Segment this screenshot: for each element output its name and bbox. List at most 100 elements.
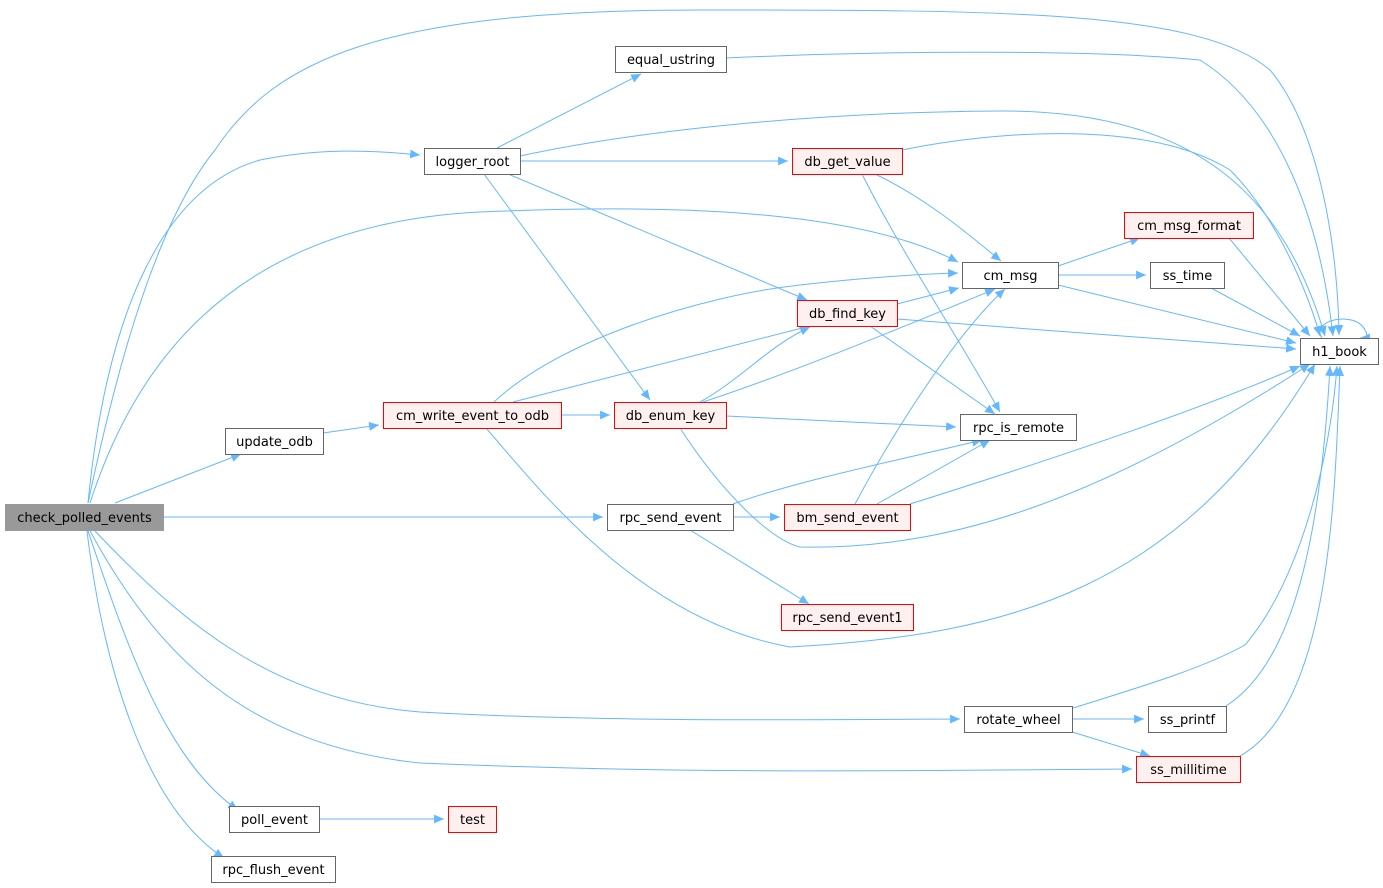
- edge-equal-ustring-to-h1-book: [725, 51, 1337, 337]
- node-logger-root[interactable]: logger_root: [424, 148, 521, 175]
- node-box: [964, 706, 1073, 733]
- node-label: db_find_key: [809, 307, 886, 322]
- node-test[interactable]: test: [448, 806, 497, 833]
- node-label: rpc_flush_event: [222, 863, 324, 878]
- edge-bm-send-event-to-cm-msg: [854, 288, 1006, 505]
- node-equal-ustring[interactable]: equal_ustring: [615, 46, 727, 73]
- edge-h1-book-to-h1-book: [1319, 318, 1370, 343]
- edge-rotate-wheel-to-ss-millitime: [1068, 730, 1151, 758]
- edge-cm-write-event-to-odb-to-cm-msg: [493, 268, 959, 403]
- node-box: [607, 504, 734, 531]
- node-ss-printf[interactable]: ss_printf: [1148, 706, 1227, 733]
- edge-bm-send-event-to-h1-book: [909, 365, 1301, 505]
- edge-check-polled-events-to-rpc-flush-event: [86, 530, 225, 859]
- edge-check-polled-events-to-update-odb: [114, 453, 242, 504]
- node-box: [614, 402, 727, 429]
- node-label: ss_time: [1163, 269, 1212, 284]
- nodes-layer: check_polled_events update_odb cm_write_ev…: [5, 46, 1379, 883]
- edge-logger-root-to-db-find-key: [507, 173, 808, 301]
- edge-db-enum-key-to-rpc-is-remote: [725, 415, 957, 431]
- node-label: rpc_send_event1: [792, 611, 902, 626]
- node-db-enum-key[interactable]: db_enum_key: [614, 402, 727, 429]
- edge-db-enum-key-to-db-find-key: [699, 326, 811, 403]
- node-cm-msg[interactable]: cm_msg: [962, 262, 1059, 289]
- node-label: ss_printf: [1160, 713, 1216, 728]
- node-box: [448, 806, 497, 833]
- node-poll-event[interactable]: poll_event: [229, 806, 320, 833]
- edge-db-enum-key-to-h1-book: [679, 363, 1311, 548]
- edge-db-find-key-to-rpc-is-remote: [869, 325, 996, 415]
- node-label: db_get_value: [804, 155, 890, 170]
- node-label: rpc_send_event: [619, 511, 721, 526]
- edge-cm-msg-to-h1-book: [1057, 284, 1297, 345]
- node-box: [781, 604, 914, 631]
- node-box: [1300, 338, 1379, 365]
- node-label: h1_book: [1312, 345, 1367, 360]
- node-box: [615, 46, 727, 73]
- node-label: test: [460, 813, 485, 828]
- edge-cm-msg-to-cm-msg-format: [1057, 237, 1141, 267]
- edge-db-enum-key-to-cm-msg: [702, 288, 996, 403]
- node-label: logger_root: [436, 155, 510, 170]
- node-box: [424, 148, 521, 175]
- node-ss-time[interactable]: ss_time: [1150, 262, 1225, 289]
- edge-check-polled-events-to-rotate-wheel: [94, 530, 961, 724]
- node-label: check_polled_events: [17, 511, 152, 526]
- edge-cm-msg-format-to-h1-book: [1228, 237, 1311, 337]
- node-cm-write-event-to-odb[interactable]: cm_write_event_to_odb: [383, 402, 562, 429]
- node-label: poll_event: [241, 813, 308, 828]
- node-ss-millitime[interactable]: ss_millitime: [1136, 756, 1241, 783]
- edges-layer: [86, 9, 1370, 859]
- edge-db-get-value-to-rpc-is-remote: [861, 173, 1001, 413]
- edge-db-find-key-to-h1-book: [896, 318, 1297, 353]
- node-box: [383, 402, 562, 429]
- edge-check-polled-events-to-logger-root: [87, 149, 421, 504]
- edge-db-find-key-to-cm-msg: [896, 286, 960, 305]
- node-label: cm_write_event_to_odb: [396, 409, 549, 424]
- node-rotate-wheel[interactable]: rotate_wheel: [964, 706, 1073, 733]
- node-label: update_odb: [236, 435, 313, 450]
- node-box: [1124, 212, 1254, 239]
- node-label: cm_msg: [984, 269, 1038, 284]
- node-rpc-is-remote[interactable]: rpc_is_remote: [960, 414, 1077, 441]
- node-check-polled-events[interactable]: check_polled_events: [5, 504, 164, 531]
- node-db-find-key[interactable]: db_find_key: [797, 300, 898, 327]
- node-label: bm_send_event: [796, 511, 898, 526]
- node-rpc-send-event1[interactable]: rpc_send_event1: [781, 604, 914, 631]
- edge-ss-time-to-h1-book: [1210, 287, 1301, 337]
- node-update-odb[interactable]: update_odb: [225, 428, 324, 455]
- edge-check-polled-events-to-ss-millitime: [89, 530, 1133, 774]
- node-box: [1136, 756, 1241, 783]
- edge-ss-millitime-to-h1-book: [1239, 365, 1345, 757]
- node-box: [792, 148, 903, 175]
- edge-bm-send-event-to-rpc-is-remote: [876, 439, 991, 505]
- node-box: [211, 856, 336, 883]
- node-h1-book[interactable]: h1_book: [1300, 338, 1379, 365]
- node-label: cm_msg_format: [1137, 219, 1241, 234]
- edge-check-polled-events-to-poll-event: [87, 530, 239, 811]
- node-bm-send-event[interactable]: bm_send_event: [784, 504, 911, 531]
- node-box: [229, 806, 320, 833]
- edge-cm-write-event-to-odb-to-db-find-key: [512, 324, 811, 403]
- edge-logger-root-to-equal-ustring: [496, 73, 642, 149]
- edge-logger-root-to-h1-book: [519, 110, 1327, 337]
- edge-update-odb-to-cm-write-event-to-odb: [322, 422, 380, 434]
- node-rpc-flush-event[interactable]: rpc_flush_event: [211, 856, 336, 883]
- node-box: [960, 414, 1077, 441]
- node-box: [784, 504, 911, 531]
- edge-rpc-send-event-to-rpc-send-event1: [689, 529, 810, 605]
- edge-db-get-value-to-h1-book: [901, 133, 1322, 337]
- node-box: [5, 504, 164, 531]
- node-rpc-send-event[interactable]: rpc_send_event: [607, 504, 734, 531]
- node-label: rpc_is_remote: [973, 421, 1064, 436]
- edge-check-polled-events-to-cm-msg: [89, 208, 959, 504]
- edge-logger-root-to-db-enum-key: [483, 173, 651, 401]
- node-label: ss_millitime: [1150, 763, 1227, 778]
- edge-ss-printf-to-h1-book: [1225, 365, 1334, 707]
- edge-rotate-wheel-to-h1-book: [1069, 365, 1341, 710]
- node-cm-msg-format[interactable]: cm_msg_format: [1124, 212, 1254, 239]
- node-box: [225, 428, 324, 455]
- node-db-get-value[interactable]: db_get_value: [792, 148, 903, 175]
- edge-cm-write-event-to-odb-to-h1-book: [485, 363, 1316, 648]
- node-label: equal_ustring: [627, 53, 715, 68]
